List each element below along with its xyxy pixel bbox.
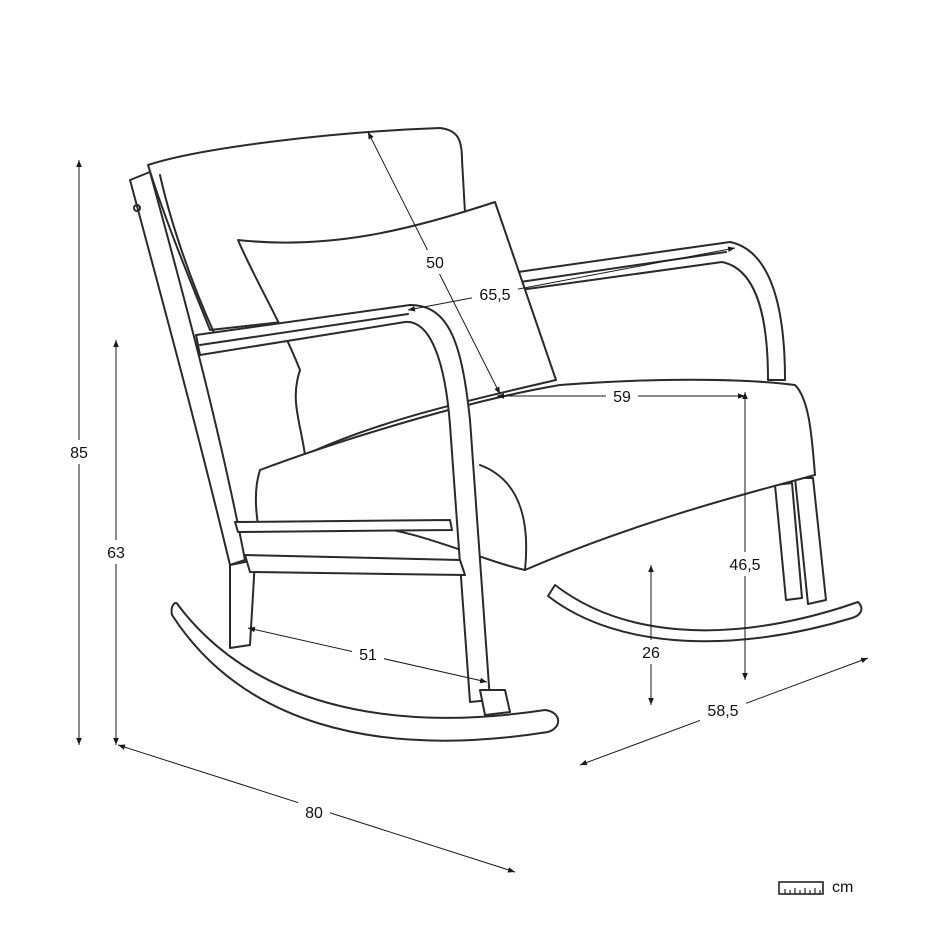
label-total-width: 80 xyxy=(305,805,323,822)
label-seat-width: 59 xyxy=(613,389,631,406)
label-total-depth: 58,5 xyxy=(707,703,738,720)
back-frame xyxy=(129,171,246,566)
dimension-lines xyxy=(64,131,869,873)
unit-label: cm xyxy=(832,879,854,896)
left-front-leg xyxy=(479,689,511,716)
label-arm-depth: 65,5 xyxy=(479,287,510,304)
label-arm-length: 51 xyxy=(359,647,377,664)
label-seat-height: 46,5 xyxy=(729,557,760,574)
label-total-height: 85 xyxy=(70,445,88,462)
label-backrest-height: 50 xyxy=(426,255,444,272)
ruler-icon xyxy=(778,881,824,895)
label-rocker-clearance: 26 xyxy=(642,645,660,662)
label-arm-height: 63 xyxy=(107,545,125,562)
dimension-labels: 85 63 80 58,5 51 26 46,5 59 50 65,5 xyxy=(70,255,761,822)
unit-legend: cm xyxy=(778,879,853,897)
right-rocker xyxy=(547,584,863,643)
left-back-leg xyxy=(229,559,256,649)
arm-depth-line xyxy=(407,246,736,312)
rocking-chair-illustration xyxy=(129,127,863,742)
